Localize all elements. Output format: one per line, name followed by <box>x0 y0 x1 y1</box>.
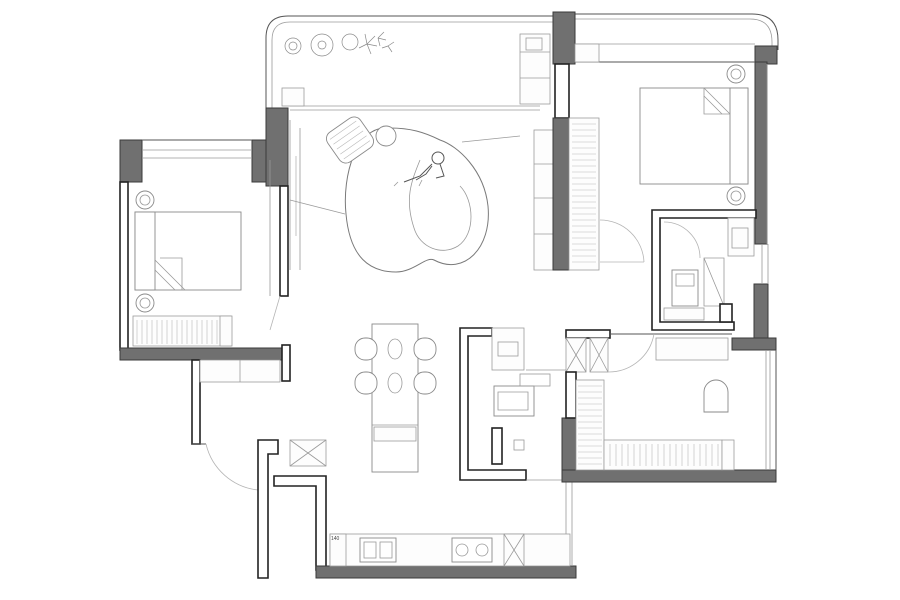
nightstand-lamp <box>135 190 155 210</box>
balcony-plants <box>284 31 395 57</box>
cooktop <box>451 537 493 563</box>
wall-left <box>552 117 570 271</box>
wardrobe <box>575 379 605 471</box>
wall-bottom <box>561 469 777 483</box>
top-balcony <box>265 15 553 111</box>
wall-right <box>753 283 769 339</box>
living-room <box>289 116 521 273</box>
bedroom-right <box>561 244 777 483</box>
nightstand-lamp <box>135 293 155 313</box>
wall-column <box>552 11 576 65</box>
wall-segment <box>731 337 777 351</box>
desk-chair <box>703 379 729 413</box>
wardrobe-hatch <box>136 320 218 344</box>
toilet <box>493 385 535 417</box>
right-balcony <box>575 13 779 50</box>
wall-bottom <box>119 347 283 361</box>
wardrobe-hatch <box>609 444 719 466</box>
seated-person <box>393 151 445 187</box>
dining-area <box>354 323 437 473</box>
kitchen-marker-label: 140 <box>331 536 340 542</box>
entry-walls <box>257 439 327 579</box>
bedroom-left <box>119 107 289 361</box>
wall-bottom <box>315 565 577 579</box>
sink <box>359 537 397 563</box>
lounge-chair <box>325 116 375 164</box>
nightstand-lamp <box>726 64 746 84</box>
ensuite-bathroom <box>651 209 769 339</box>
wardrobe-hatch <box>578 385 602 465</box>
dining-table <box>371 323 419 473</box>
wall-column <box>119 139 143 183</box>
wall-column <box>754 45 778 65</box>
wardrobe <box>568 117 600 271</box>
desk <box>655 337 729 361</box>
organic-sofa <box>344 127 489 273</box>
master-bedroom <box>552 11 778 271</box>
dining-chairs <box>354 337 437 395</box>
main-bathroom <box>459 327 566 481</box>
kitchen: 140 <box>315 480 577 579</box>
entry-hall <box>191 344 291 491</box>
vanity <box>491 327 525 371</box>
wardrobe-bottom <box>603 439 723 471</box>
side-table <box>375 125 397 147</box>
wall-column <box>265 107 289 187</box>
wardrobe-hatch <box>572 123 596 263</box>
nightstand-lamp <box>726 186 746 206</box>
